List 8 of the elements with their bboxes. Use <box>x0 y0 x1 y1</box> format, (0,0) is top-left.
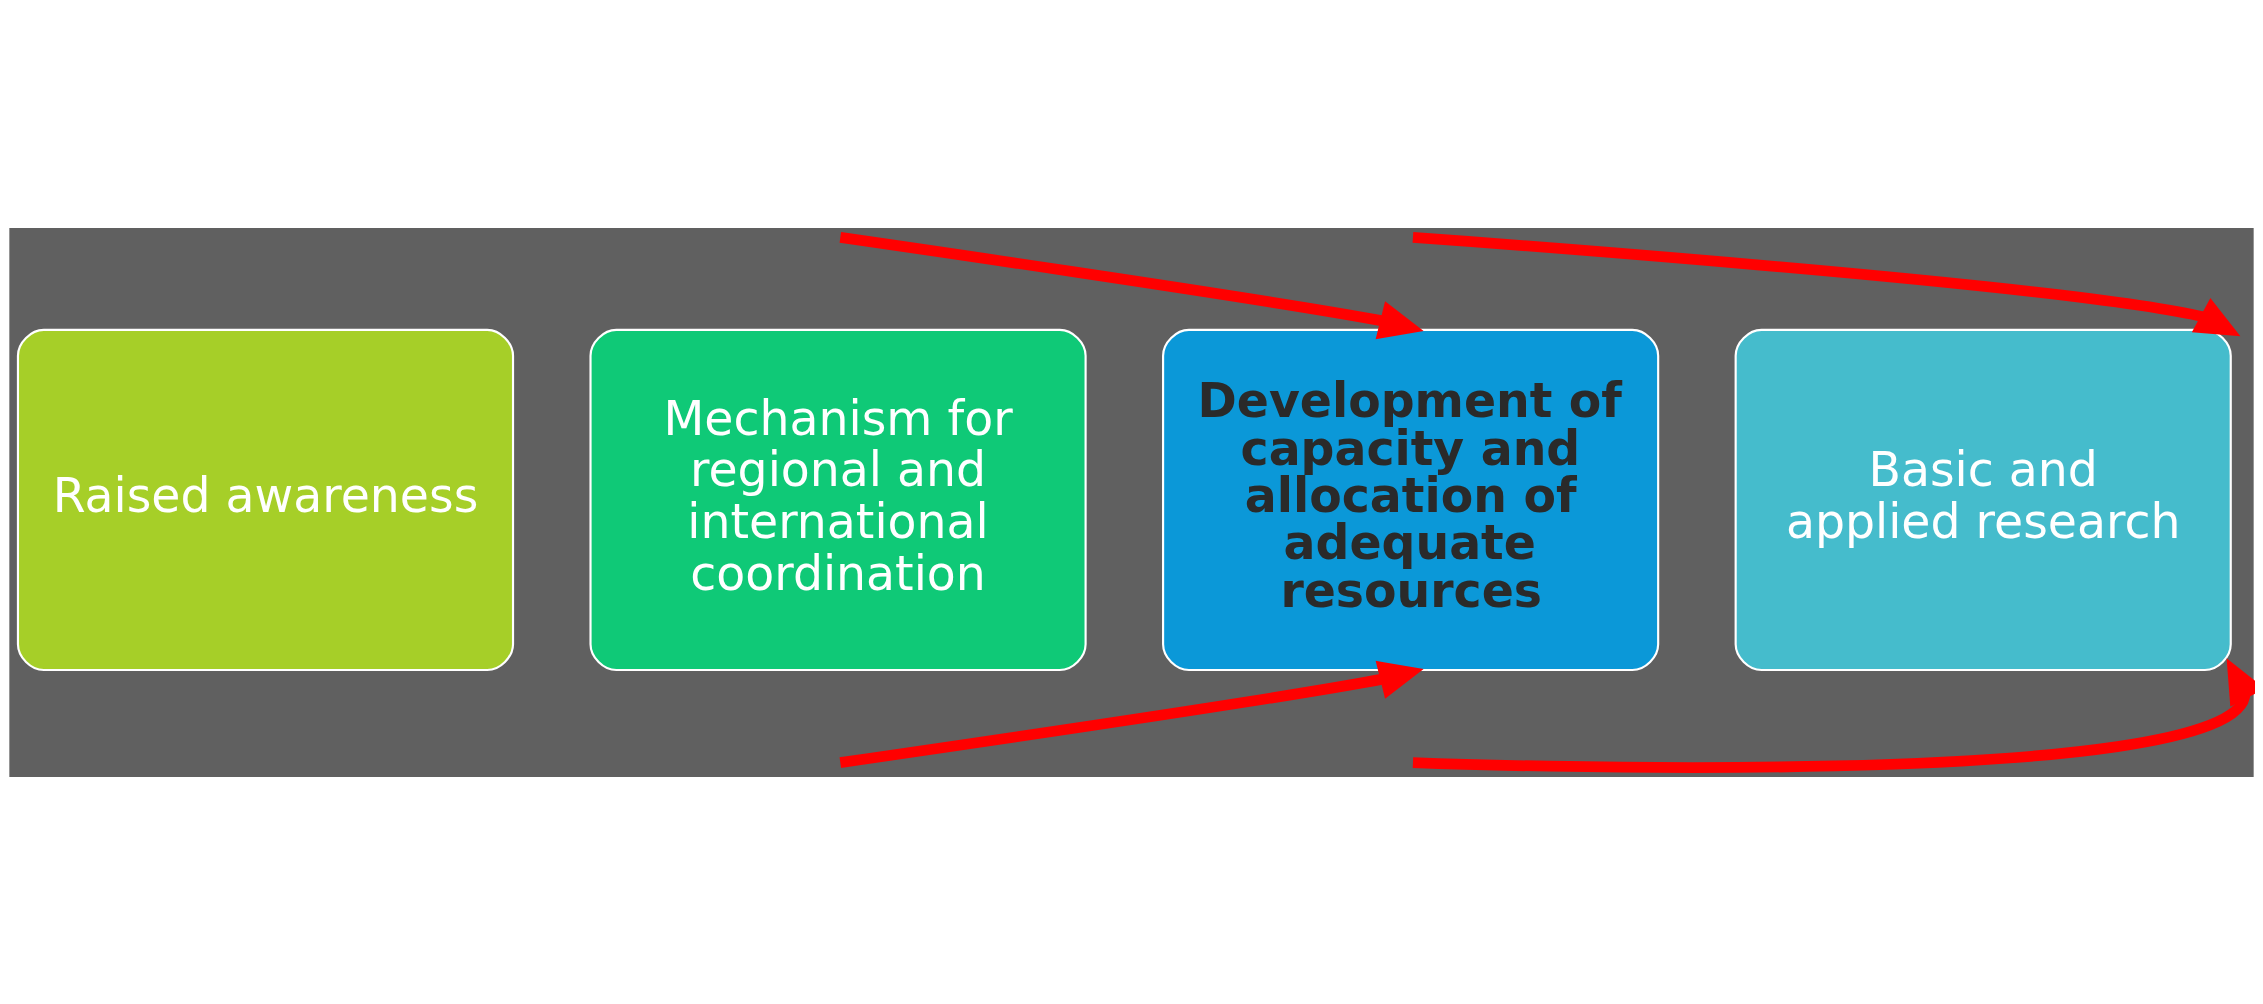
node-box: Development of capacity and allocation of adequate resources <box>1162 328 1660 671</box>
arrow <box>839 660 1424 768</box>
arrow <box>839 231 1424 339</box>
node-box: Mechanism for regional and international coordination <box>589 328 1087 671</box>
node-box: Raised awareness <box>16 328 515 671</box>
arrow <box>1412 231 2241 336</box>
node-box: Basic and applied research <box>1734 328 2232 671</box>
arrow <box>1412 657 2255 773</box>
